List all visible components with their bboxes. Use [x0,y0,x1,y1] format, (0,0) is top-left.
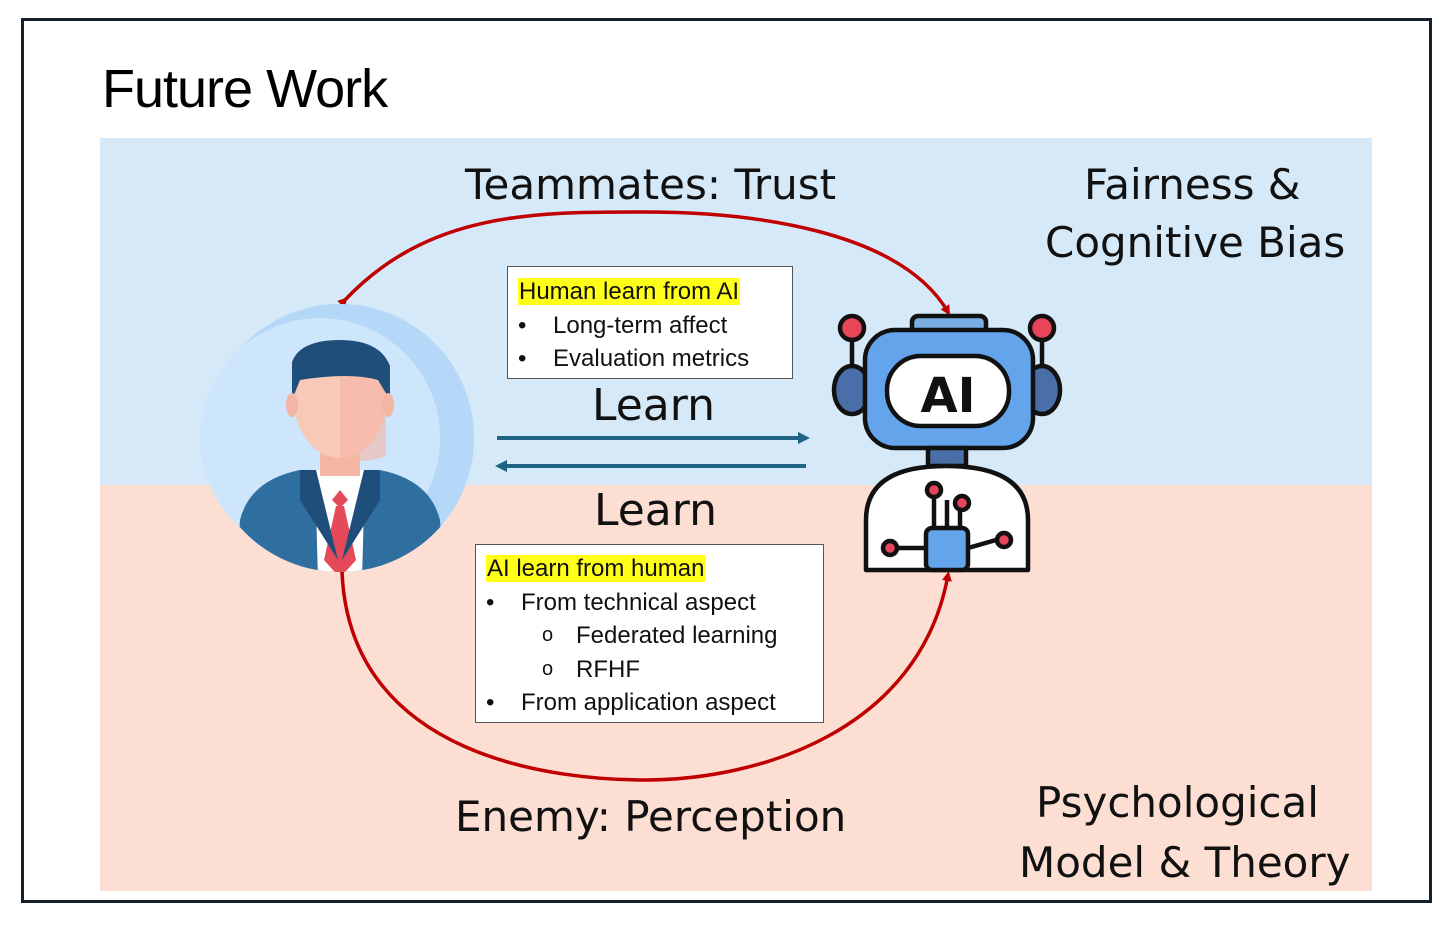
list-item: o RFHF [486,653,823,687]
list-item-text: Federated learning [576,622,778,649]
bullet: • [486,689,495,716]
trust-curve-arrow [337,210,951,316]
list-item: • Long-term affect [518,309,792,343]
fairness-label-line1: Fairness & [1084,160,1301,209]
teammates-trust-label: Teammates: Trust [465,160,837,209]
slide-title: Future Work [102,59,388,119]
human-learn-box: Human learn from AI • Long-term affect •… [507,266,793,379]
sub-bullet: o [542,657,554,680]
list-item-text: Evaluation metrics [553,345,750,372]
robot-face-text: AI [920,368,975,424]
list-item-text: From technical aspect [521,588,756,616]
human-learn-heading-row: Human learn from AI [518,275,792,309]
ai-learn-heading-row: AI learn from human [486,552,823,586]
list-item: • From technical aspect [486,586,823,620]
human-learn-heading: Human learn from AI [518,278,741,305]
bullet: • [518,345,527,372]
ai-robot-icon [831,313,1063,573]
psychological-label-line2: Model & Theory [1019,838,1351,887]
perception-curve-arrow [336,565,952,782]
bullet: • [486,588,495,616]
list-item: • Evaluation metrics [518,342,792,376]
learn-label-top: Learn [592,380,715,431]
ai-learn-box: AI learn from human • From technical asp… [475,544,824,723]
ai-learn-heading: AI learn from human [486,555,706,582]
list-item: o Federated learning [486,619,823,653]
list-item-text: RFHF [576,655,640,683]
enemy-perception-label: Enemy: Perception [455,792,847,841]
bullet: • [518,311,527,339]
fairness-label-line2: Cognitive Bias [1045,218,1346,267]
list-item-text: Long-term affect [553,311,728,339]
psychological-label-line1: Psychological [1036,778,1319,827]
businessman-avatar-icon [200,304,474,572]
learn-label-bottom: Learn [594,485,717,536]
list-item: • From application aspect [486,686,823,720]
list-item-text: From application aspect [521,689,776,716]
sub-bullet: o [542,624,554,646]
